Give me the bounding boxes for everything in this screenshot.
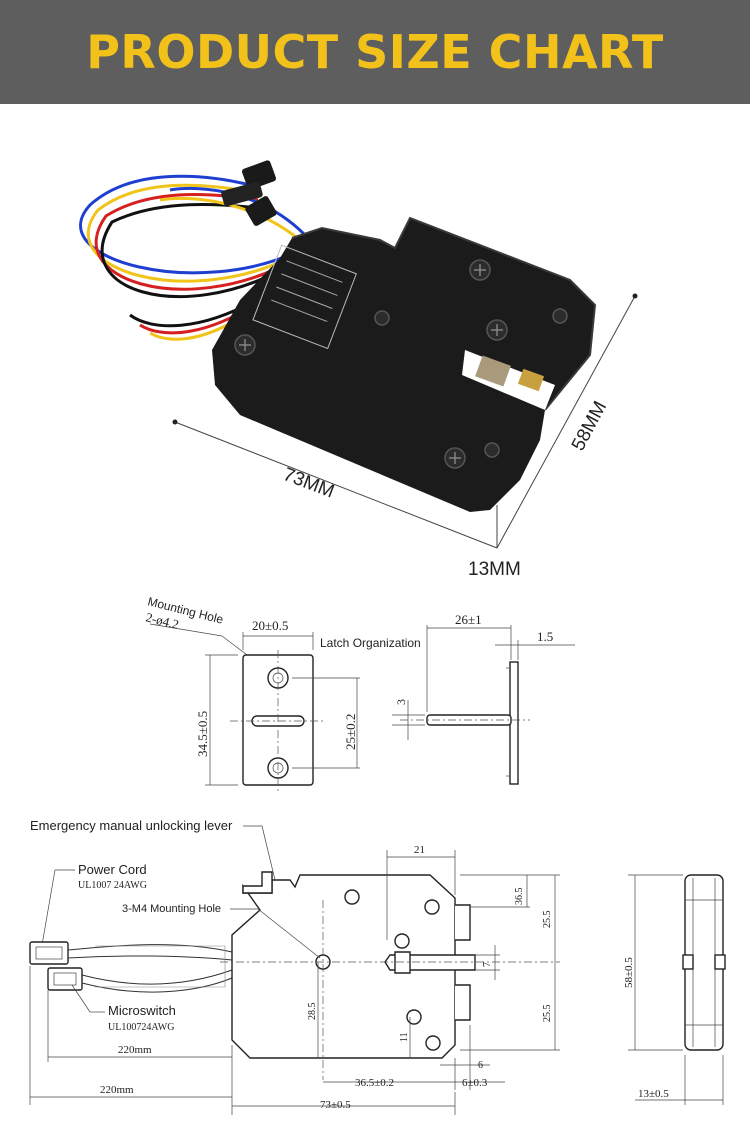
dim-11: 11	[399, 1032, 410, 1042]
page-title: PRODUCT SIZE CHART	[86, 25, 664, 79]
dim-21: 21	[414, 844, 425, 856]
dim-7: 7	[482, 962, 493, 967]
cable-outer-length: 220mm	[100, 1084, 134, 1096]
dim-6-tol: 6±0.3	[462, 1077, 488, 1089]
product-photo: 73MM 58MM 13MM	[79, 160, 638, 580]
dim-36-5: 36.5±0.2	[355, 1077, 394, 1089]
latch-plate-thickness-dim: 1.5	[537, 629, 553, 644]
dim-6: 6	[478, 1060, 483, 1071]
header-banner: PRODUCT SIZE CHART	[0, 0, 750, 104]
lock-mounting-hole-label: 3-M4 Mounting Hole	[122, 903, 221, 915]
dim-73: 73±0.5	[320, 1099, 351, 1111]
latch-organization-label: Latch Organization	[320, 636, 421, 650]
latch-length-dim: 26±1	[455, 612, 482, 627]
depth-label: 13MM	[468, 559, 521, 580]
latch-hole-spacing-dim: 25±0.2	[343, 714, 358, 750]
latch-drawing: Mounting Hole 2-ø4.2 20±0.5 34.5±0.5 25±…	[144, 594, 575, 792]
width-label: 73MM	[280, 464, 337, 503]
dim-28-5: 28.5	[307, 1003, 318, 1021]
lever-label: Emergency manual unlocking lever	[30, 818, 233, 833]
connector-plugs	[221, 160, 277, 226]
cable-inner-length: 220mm	[118, 1044, 152, 1056]
side-depth-dim: 13±0.5	[638, 1088, 669, 1100]
dim-36-5-small: 36.5	[514, 888, 525, 906]
power-cord-label: Power Cord	[78, 862, 147, 877]
power-cord-spec: UL1007 24AWG	[78, 880, 147, 891]
microswitch-spec: UL100724AWG	[108, 1022, 174, 1033]
latch-width-dim: 20±0.5	[252, 618, 288, 633]
lock-drawing: Emergency manual unlocking lever Power C…	[29, 818, 726, 1115]
lock-body	[212, 216, 597, 512]
dim-25-5-bottom: 25.5	[542, 1005, 553, 1023]
photo-dimension-lines	[172, 293, 638, 549]
latch-height-dim: 34.5±0.5	[195, 711, 210, 757]
side-height-dim: 58±0.5	[623, 957, 635, 988]
latch-tongue-dim: 3	[394, 699, 408, 705]
microswitch-label: Microswitch	[108, 1003, 176, 1018]
dim-25-5-top: 25.5	[542, 911, 553, 929]
